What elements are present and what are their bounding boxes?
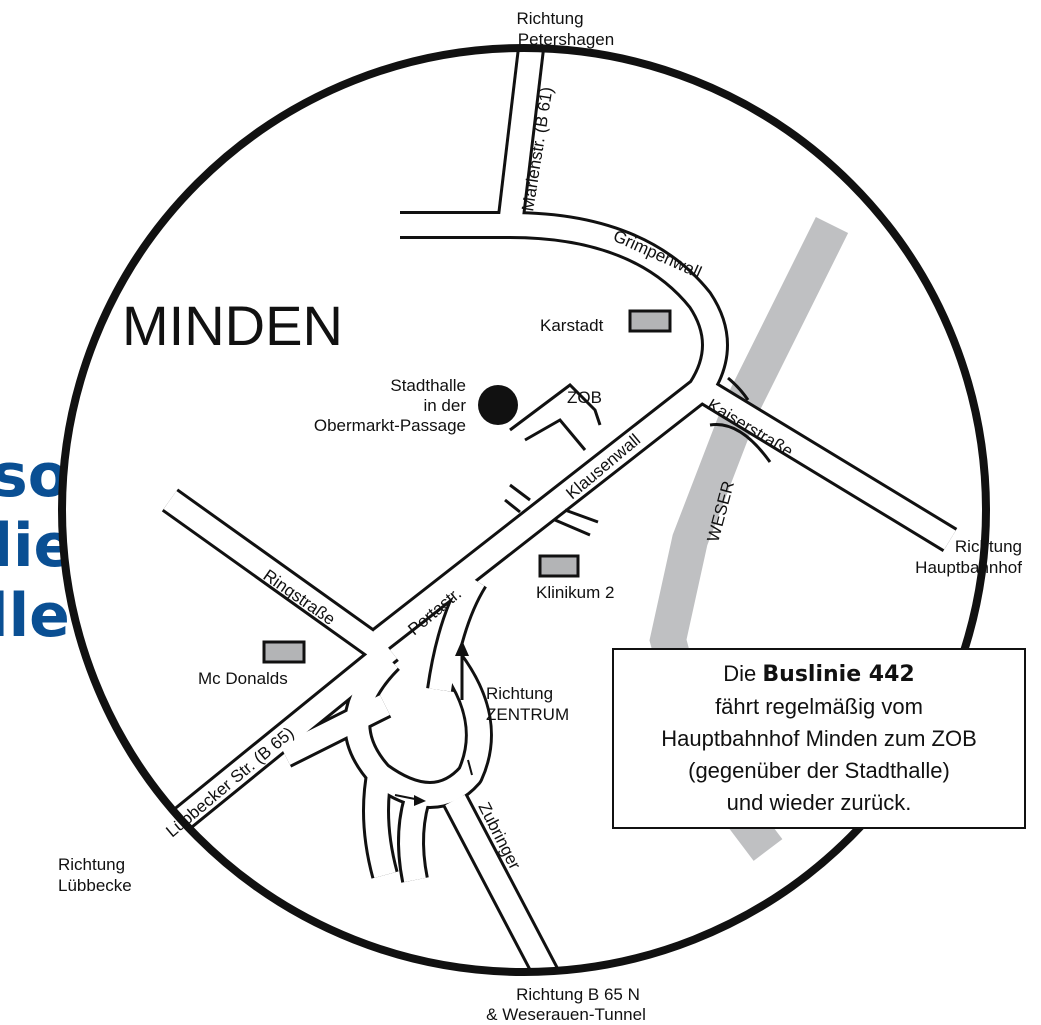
label-hauptbahnhof-1: Richtung: [955, 537, 1022, 556]
label-stadthalle-3: Obermarkt-Passage: [314, 416, 466, 435]
label-petershagen-2: Petershagen: [518, 30, 614, 49]
info-line-5: und wieder zurück.: [726, 790, 912, 815]
label-hauptbahnhof-2: Hauptbahnhof: [915, 558, 1022, 577]
label-zentrum-1: Richtung: [486, 684, 553, 703]
city-name: MINDEN: [122, 294, 343, 357]
info-line-1: Die Buslinie 442: [614, 658, 1024, 691]
zentrum-arrow: [455, 640, 469, 700]
label-stadthalle-1: Stadthalle: [390, 376, 466, 395]
karstadt-building: [628, 309, 672, 333]
side-text-line-3: lle: [0, 581, 70, 651]
stadthalle-marker: [478, 385, 518, 425]
map-circle-outline: [58, 44, 990, 976]
side-streets: [504, 383, 602, 537]
label-b65n-2: & Weserauen-Tunnel: [486, 1005, 646, 1024]
info-line-4: (gegenüber der Stadthalle): [688, 758, 950, 783]
bus-info-box: Die Buslinie 442 fährt regelmäßig vom Ha…: [612, 648, 1026, 829]
label-zob: ZOB: [567, 388, 602, 407]
info-line-2: fährt regelmäßig vom: [715, 694, 923, 719]
label-luebbecke-2: Lübbecke: [58, 876, 132, 895]
info-line-3: Hauptbahnhof Minden zum ZOB: [661, 726, 977, 751]
label-mcdonalds: Mc Donalds: [198, 669, 288, 688]
label-klinikum: Klinikum 2: [536, 583, 614, 602]
klinikum-building: [538, 554, 580, 578]
label-zentrum-2: ZENTRUM: [486, 705, 569, 724]
loop-arrow: [394, 759, 473, 806]
direction-labels: Richtung Petershagen Richtung Hauptbahnh…: [58, 9, 1022, 1024]
label-petershagen-1: Richtung: [516, 9, 583, 28]
label-luebbecke-1: Richtung: [58, 855, 125, 874]
side-text-line-1: so: [0, 441, 69, 511]
label-b65n-1: Richtung B 65 N: [516, 985, 640, 1004]
mcdonalds-building: [262, 640, 306, 664]
info-pre: Die: [723, 661, 763, 686]
place-labels: MINDEN Karstadt ZOB Stadthalle in der Ob…: [122, 294, 614, 688]
label-stadthalle-2: in der: [423, 396, 466, 415]
road-network: [141, 48, 958, 972]
bridge-marks: [709, 376, 772, 463]
info-bus-line: Buslinie 442: [762, 662, 915, 687]
label-karstadt: Karstadt: [540, 316, 604, 335]
